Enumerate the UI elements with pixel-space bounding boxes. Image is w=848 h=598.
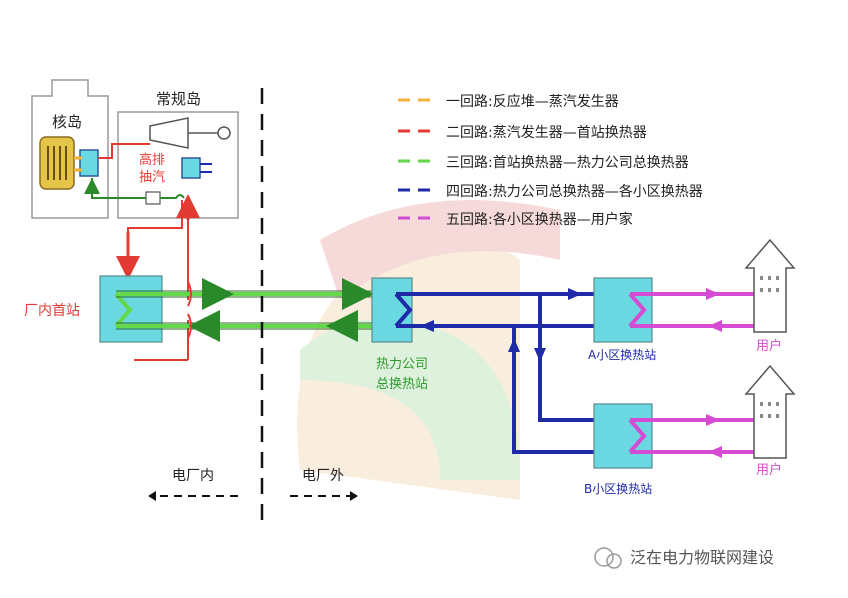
legend-item-4: 四回路:热力公司总换热器—各小区换热器 <box>398 183 703 200</box>
plant-station-label: 厂内首站 <box>24 303 80 319</box>
legend-item-1: 一回路:反应堆—蒸汽发生器 <box>398 93 619 110</box>
nuclear-island-label: 核岛 <box>52 113 82 131</box>
user-b-label: 用户 <box>756 462 782 478</box>
legend: 一回路:反应堆—蒸汽发生器 二回路:蒸汽发生器—首站换热器 三回路:首站换热器—… <box>398 93 703 228</box>
watermark-text: 泛在电力物联网建设 <box>630 548 774 567</box>
house-b <box>744 364 796 459</box>
legend-item-5: 五回路:各小区换热器—用户家 <box>398 211 633 228</box>
pump-icon <box>145 191 161 205</box>
reactor-vessel <box>39 136 75 190</box>
legend-text-1: 一回路:反应堆—蒸汽发生器 <box>446 93 619 110</box>
high-exhaust-label-1: 高排 <box>139 152 165 168</box>
condenser <box>181 157 201 179</box>
loop5-arrows <box>706 288 722 458</box>
station-a-label: A小区换热站 <box>588 348 656 362</box>
user-a-label: 用户 <box>756 338 782 354</box>
watermark: 泛在电力物联网建设 <box>594 547 774 569</box>
generator-icon <box>217 126 231 140</box>
thermal-company-label-2: 总换热站 <box>376 377 428 392</box>
house-windows <box>760 276 779 418</box>
house-a <box>744 238 796 333</box>
loop1-pipes <box>74 156 82 172</box>
outside-plant-label: 电厂外 <box>302 468 344 484</box>
legend-text-2: 二回路:蒸汽发生器—首站换热器 <box>446 124 647 141</box>
wechat-icon <box>594 547 614 567</box>
legend-text-4: 四回路:热力公司总换热器—各小区换热器 <box>446 183 703 200</box>
legend-item-3: 三回路:首站换热器—热力公司总换热器 <box>398 154 689 171</box>
turbine <box>149 117 189 149</box>
background-decoration <box>297 200 560 500</box>
legend-text-5: 五回路:各小区换热器—用户家 <box>446 211 633 228</box>
loop4-arrows <box>420 288 582 362</box>
conventional-island-label: 常规岛 <box>156 90 201 108</box>
thermal-company-label-1: 热力公司 <box>376 357 428 372</box>
reactor-core-rods <box>47 146 67 180</box>
legend-text-3: 三回路:首站换热器—热力公司总换热器 <box>446 154 689 171</box>
legend-item-2: 二回路:蒸汽发生器—首站换热器 <box>398 124 647 141</box>
high-exhaust-label-2: 抽汽 <box>139 170 165 185</box>
station-b-label: B小区换热站 <box>584 482 652 496</box>
inside-plant-label: 电厂内 <box>172 468 214 484</box>
steam-generator <box>79 149 99 177</box>
nuclear-island: 核岛 <box>31 79 109 219</box>
loop3-outline <box>116 290 376 330</box>
thermal-company-exchanger <box>371 277 413 343</box>
